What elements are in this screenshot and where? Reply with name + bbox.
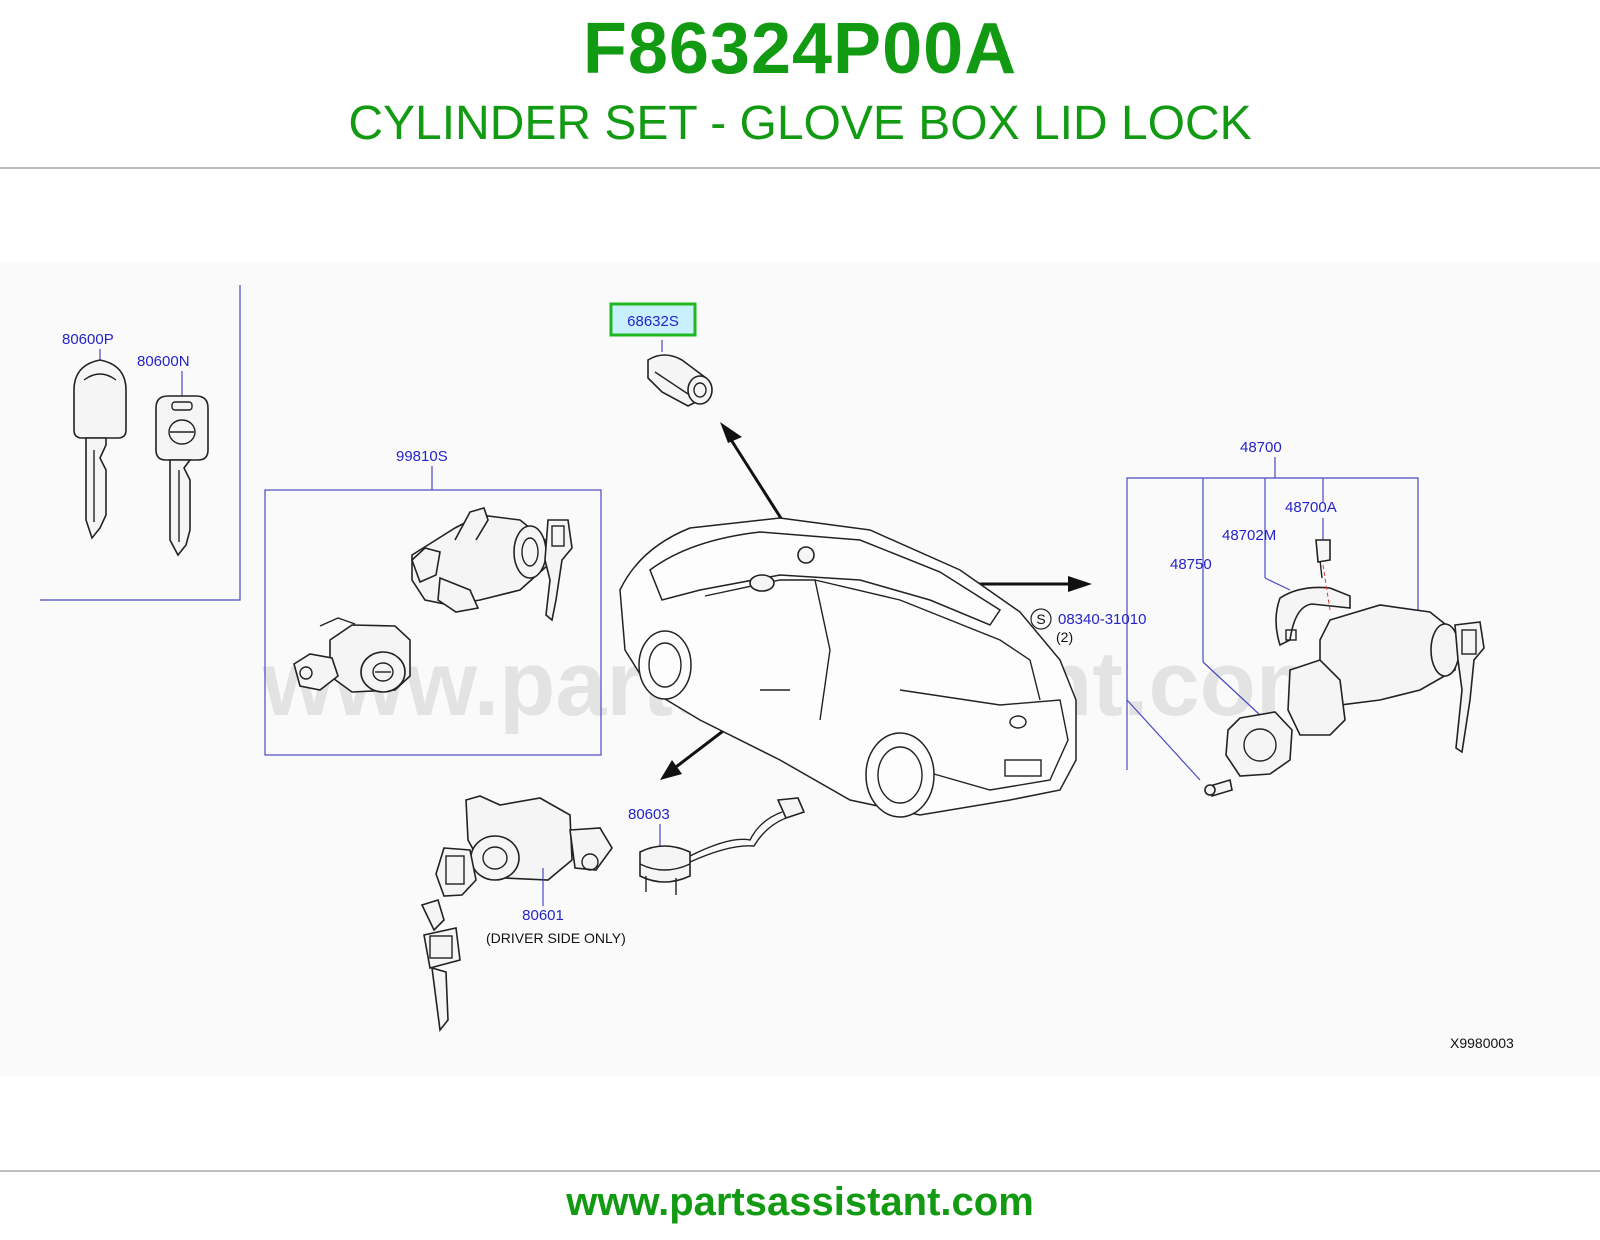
callout-08340-31010[interactable]: 08340-31010 <box>1058 611 1146 628</box>
key-80600n-drawing <box>155 395 209 557</box>
part-number-title: F86324P00A <box>582 9 1018 89</box>
switch-drawing <box>639 797 806 895</box>
set-door-cylinder-drawing <box>293 617 411 693</box>
ignition-assembly-drawing <box>1204 539 1485 798</box>
door-note: (DRIVER SIDE ONLY) <box>486 930 626 946</box>
glove-box-cylinder-drawing <box>647 354 713 407</box>
callout-48702m[interactable]: 48702M <box>1222 527 1276 544</box>
door-cylinder-drawing <box>420 795 613 1032</box>
part-description: CYLINDER SET - GLOVE BOX LID LOCK <box>348 97 1252 150</box>
footer-divider <box>0 1170 1600 1172</box>
part-68632s-group: 68632S <box>609 302 713 407</box>
key-group: 80600P 80600N <box>40 285 241 601</box>
set-99810s-box <box>264 489 602 756</box>
callout-80603[interactable]: 80603 <box>628 806 670 823</box>
callout-68632s[interactable]: 68632S <box>627 313 679 330</box>
parts-diagram: www.partsassistant.com 80600P 80600N <box>0 262 1600 1077</box>
diagram-code: X9980003 <box>1450 1035 1514 1051</box>
key-group-bracket <box>40 285 241 601</box>
door-80601-group: 80601 (DRIVER SIDE ONLY) <box>420 795 626 1032</box>
set-ignition-drawing <box>411 507 573 622</box>
set-99810s-group: 99810S <box>264 448 602 756</box>
callout-48750[interactable]: 48750 <box>1170 556 1212 573</box>
screw-quantity: (2) <box>1056 629 1073 645</box>
callout-80601[interactable]: 80601 <box>522 907 564 924</box>
callout-48700a[interactable]: 48700A <box>1285 499 1337 516</box>
switch-80603-group: 80603 <box>628 797 806 895</box>
screw-symbol: S <box>1036 611 1045 627</box>
callout-48700[interactable]: 48700 <box>1240 439 1282 456</box>
callout-99810s[interactable]: 99810S <box>396 448 448 465</box>
ignition-48700-group: 48700 48700A 48702M 48750 S 08340-31010 … <box>1030 439 1485 798</box>
callout-80600n[interactable]: 80600N <box>137 353 190 370</box>
header-divider <box>0 167 1600 169</box>
vehicle-drawing <box>619 517 1077 818</box>
callout-80600p[interactable]: 80600P <box>62 331 114 348</box>
screw-symbol-circle <box>1030 608 1052 630</box>
footer-website-link[interactable]: www.partsassistant.com <box>566 1180 1034 1224</box>
key-80600p-drawing <box>73 359 127 540</box>
highlight-box-68632s <box>609 302 697 337</box>
